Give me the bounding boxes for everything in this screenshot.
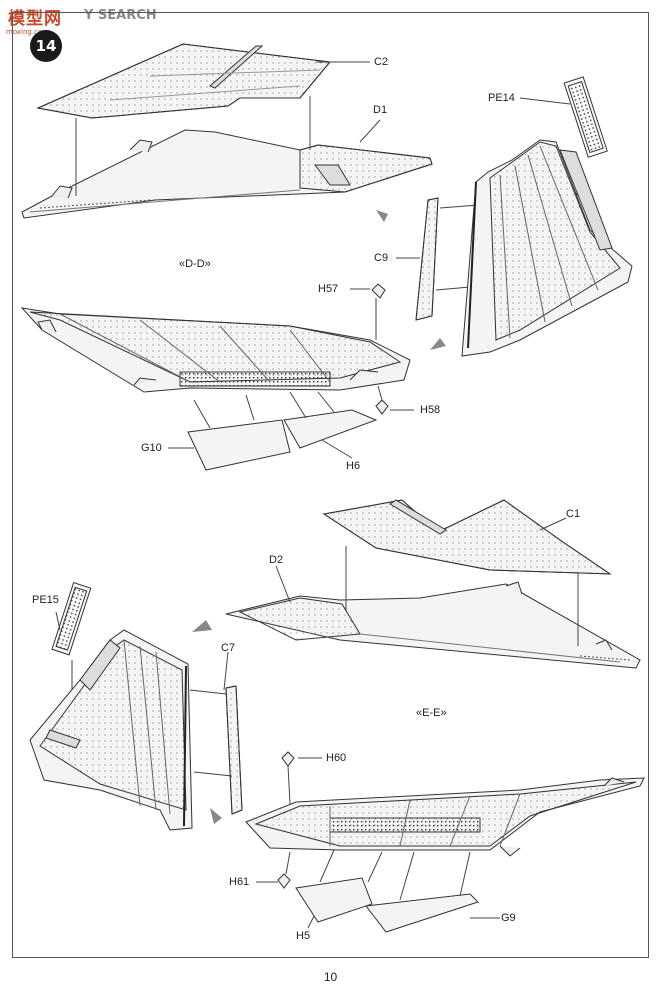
part-label-h57: H57 [318, 283, 339, 295]
page-number: 10 [323, 970, 338, 984]
part-label-h5: H5 [296, 930, 311, 942]
part-label-c1: C1 [566, 508, 581, 520]
part-g9 [365, 893, 479, 933]
part-c1-upper-wing-skin [322, 499, 612, 575]
watermark-logo: 模型网 Y SEARCH moxing.com [6, 4, 176, 40]
part-outer-wing-right [461, 139, 633, 357]
section-label-dd: «D-D» [179, 258, 211, 270]
part-label-pe15: PE15 [32, 594, 59, 606]
part-label-h6: H6 [346, 460, 361, 472]
part-pe14-etch [563, 76, 608, 158]
part-label-h61: H61 [229, 876, 250, 888]
part-c7-flap [225, 685, 243, 815]
part-wing-center-ee [245, 777, 645, 857]
part-label-h60: H60 [326, 752, 347, 764]
part-h5 [295, 877, 373, 923]
part-g10 [187, 419, 291, 471]
part-outer-wing-left [29, 629, 193, 831]
part-pe15-etch [51, 582, 92, 656]
part-label-pe14: PE14 [488, 92, 515, 104]
part-d1-lower-wing [21, 129, 433, 219]
part-label-g10: G10 [141, 442, 162, 454]
part-h57 [371, 283, 386, 340]
part-h60 [281, 751, 295, 805]
part-label-d2: D2 [269, 554, 284, 566]
watermark-url: moxing.com [6, 28, 50, 36]
part-h61 [277, 851, 291, 889]
part-c2-upper-wing-skin [36, 43, 331, 119]
part-label-c2: C2 [374, 56, 389, 68]
part-label-c7: C7 [221, 642, 236, 654]
part-h6 [283, 409, 378, 449]
arrow-icon [376, 210, 446, 350]
part-h58 [375, 385, 389, 415]
part-wing-center-dd [20, 307, 411, 393]
step-number-badge: 14 [30, 30, 62, 62]
watermark-search: Y SEARCH [84, 8, 157, 23]
part-c9-flap [415, 197, 439, 321]
part-label-c9: C9 [374, 252, 389, 264]
watermark-brand: 模型网 [8, 9, 62, 29]
part-label-d1: D1 [373, 104, 388, 116]
page-frame [12, 12, 649, 958]
part-d2-lower-wing [225, 581, 641, 669]
part-label-g9: G9 [501, 912, 516, 924]
part-label-h58: H58 [420, 404, 441, 416]
section-label-ee: «E-E» [416, 707, 447, 719]
